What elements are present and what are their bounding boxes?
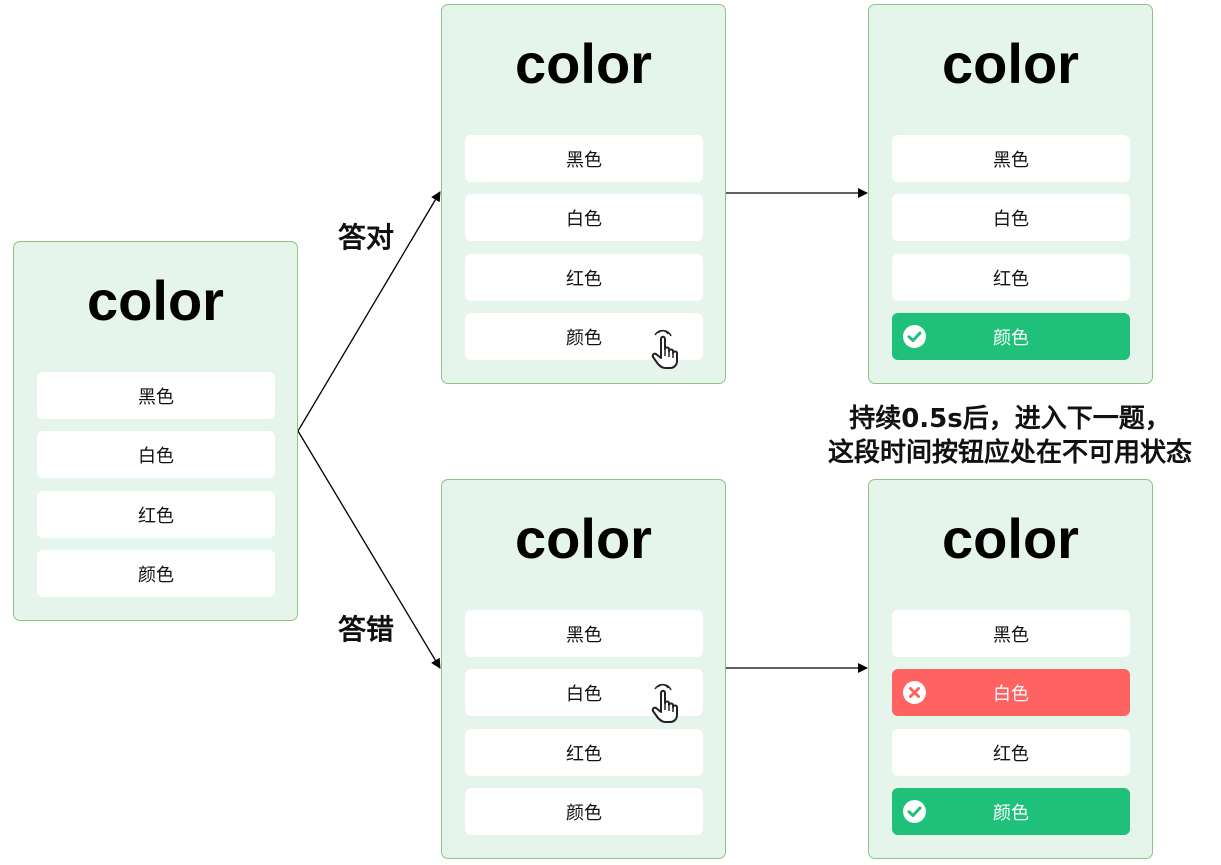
quiz-card-initial: color 黑色 白色 红色 颜色 [13,241,298,621]
option-label: 颜色 [138,564,174,586]
delay-note-line-1: 持续0.5s后，进入下一题， [849,404,1171,434]
option-label: 白色 [993,683,1029,705]
option-button[interactable]: 白色 [465,194,703,241]
quiz-card-correct-tap: color 黑色 白色 红色 颜色 [441,4,726,384]
option-label: 黑色 [566,624,602,646]
option-button-tapped[interactable]: 白色 [465,669,703,723]
branch-label-correct: 答对 [338,221,395,254]
option-button[interactable]: 颜色 [37,550,275,597]
option-button[interactable]: 黑色 [37,372,275,419]
option-label: 颜色 [566,327,602,349]
option-label: 红色 [993,268,1029,290]
option-label: 白色 [993,208,1029,230]
option-label: 白色 [138,445,174,467]
option-label: 红色 [138,505,174,527]
option-button[interactable]: 白色 [892,194,1130,241]
option-label: 黑色 [993,149,1029,171]
quiz-card-correct-result: color 黑色 白色 红色 颜色 [868,4,1153,384]
option-button[interactable]: 白色 [37,431,275,478]
arrow-to-correct [297,191,441,432]
option-label: 颜色 [993,802,1029,824]
pointing-hand-icon [651,329,678,369]
check-circle-icon [903,800,926,823]
option-button[interactable]: 红色 [465,729,703,776]
option-label: 颜色 [566,802,602,824]
option-label: 红色 [566,743,602,765]
arrow-to-wrong [297,430,441,669]
option-button[interactable]: 红色 [892,254,1130,301]
option-label: 白色 [566,208,602,230]
option-button[interactable]: 红色 [37,491,275,538]
option-button[interactable]: 黑色 [892,135,1130,182]
option-button[interactable]: 黑色 [465,135,703,182]
option-label: 白色 [566,683,602,705]
option-button[interactable]: 红色 [465,254,703,301]
question-word: color [515,507,652,570]
quiz-card-wrong-tap: color 黑色 白色 红色 颜色 [441,479,726,859]
option-button[interactable]: 红色 [892,729,1130,776]
branch-label-wrong: 答错 [338,613,395,646]
question-word: color [515,32,652,95]
option-label: 颜色 [993,327,1029,349]
question-word: color [87,269,224,332]
option-label: 红色 [993,743,1029,765]
pointing-hand-icon [651,683,678,723]
option-button[interactable]: 黑色 [892,610,1130,657]
option-button-wrong[interactable]: 白色 [892,669,1130,716]
option-label: 红色 [566,268,602,290]
option-button-correct[interactable]: 颜色 [892,788,1130,835]
quiz-card-wrong-result: color 黑色 白色 红色 颜色 [868,479,1153,859]
option-button[interactable]: 颜色 [465,788,703,835]
option-button-tapped[interactable]: 颜色 [465,313,703,369]
option-button[interactable]: 黑色 [465,610,703,657]
x-circle-icon [903,681,926,704]
question-word: color [942,507,1079,570]
option-label: 黑色 [993,624,1029,646]
option-label: 黑色 [566,149,602,171]
delay-note-line-2: 这段时间按钮应处在不可用状态 [827,438,1192,468]
question-word: color [942,32,1079,95]
check-circle-icon [903,325,926,348]
option-label: 黑色 [138,386,174,408]
option-button-correct[interactable]: 颜色 [892,313,1130,360]
